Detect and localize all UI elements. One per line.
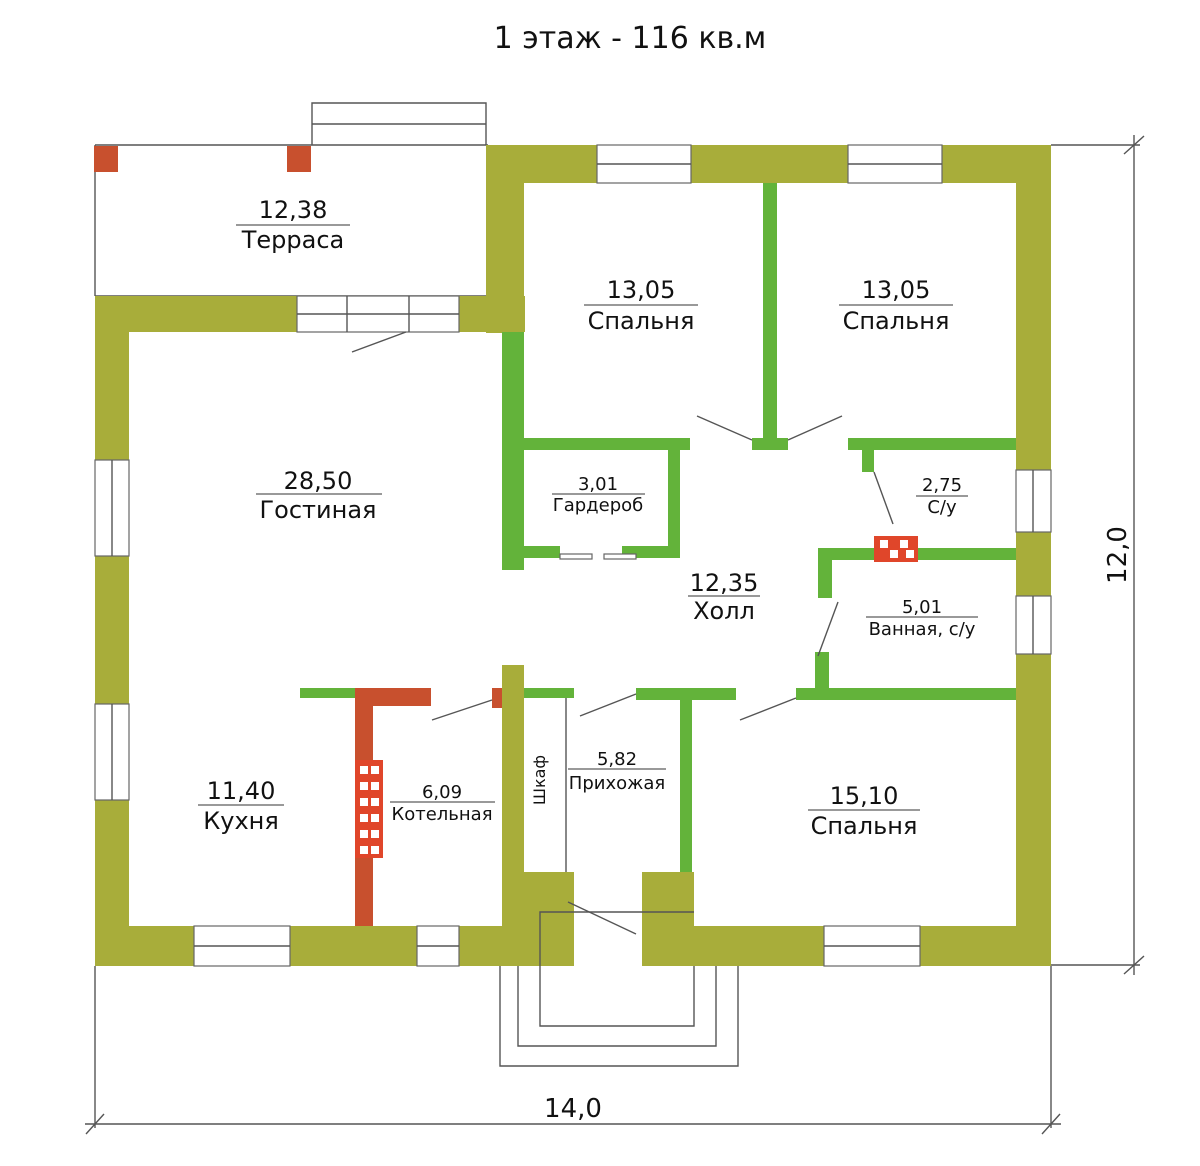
door-swings	[351, 331, 894, 935]
room-terrace: 12,38 Терраса	[236, 196, 350, 254]
room-hall: 12,35 Холл	[688, 569, 760, 625]
entrance-porch	[499, 911, 739, 1067]
room-living: 28,50 Гостиная	[256, 467, 382, 524]
width-dimension: 14,0	[544, 1094, 602, 1124]
area-value: 5,82	[597, 749, 637, 770]
area-value: 5,01	[902, 597, 942, 618]
area-value: 13,05	[862, 276, 931, 304]
room-bedroom-3: 15,10 Спальня	[808, 782, 920, 840]
area-value: 3,01	[578, 474, 618, 495]
interior-walls	[300, 183, 1016, 872]
room-wc: 2,75 С/у	[916, 475, 968, 518]
dimension-lines	[85, 135, 1145, 1135]
room-name: Прихожая	[569, 773, 665, 794]
room-name: С/у	[927, 497, 957, 518]
chimney-icon	[874, 536, 918, 562]
stove-icon	[355, 760, 383, 858]
room-entry: 5,82 Прихожая	[568, 749, 666, 794]
room-kitchen: 11,40 Кухня	[198, 777, 284, 835]
area-value: 15,10	[830, 782, 899, 810]
area-value: 6,09	[422, 782, 462, 803]
room-name: Спальня	[843, 307, 950, 335]
room-bedroom-2: 13,05 Спальня	[839, 276, 953, 335]
room-name: Холл	[693, 597, 755, 625]
area-value: 11,40	[207, 777, 276, 805]
height-dimension: 12,0	[1103, 526, 1133, 584]
room-name: Ванная, с/у	[869, 619, 976, 640]
terrace-post-left	[94, 146, 118, 172]
room-name: Гостиная	[260, 496, 377, 524]
room-bathroom: 5,01 Ванная, с/у	[866, 597, 978, 640]
room-name: Спальня	[588, 307, 695, 335]
room-name: Шкаф	[530, 755, 549, 805]
room-name: Котельная	[391, 804, 492, 825]
terrace-post-right	[287, 146, 311, 172]
area-value: 12,35	[690, 569, 759, 597]
area-value: 13,05	[607, 276, 676, 304]
room-name: Спальня	[811, 812, 918, 840]
area-value: 12,38	[259, 196, 328, 224]
area-value: 28,50	[284, 467, 353, 495]
area-value: 2,75	[922, 475, 962, 496]
windows	[94, 144, 1052, 967]
room-name: Кухня	[203, 807, 279, 835]
room-bedroom-1: 13,05 Спальня	[584, 276, 698, 335]
room-boiler: 6,09 Котельная	[390, 782, 495, 825]
room-name: Терраса	[241, 226, 345, 254]
room-closet: Шкаф	[530, 755, 549, 805]
plan-title: 1 этаж - 116 кв.м	[494, 21, 767, 56]
room-wardrobe: 3,01 Гардероб	[552, 474, 645, 516]
room-name: Гардероб	[553, 495, 644, 516]
